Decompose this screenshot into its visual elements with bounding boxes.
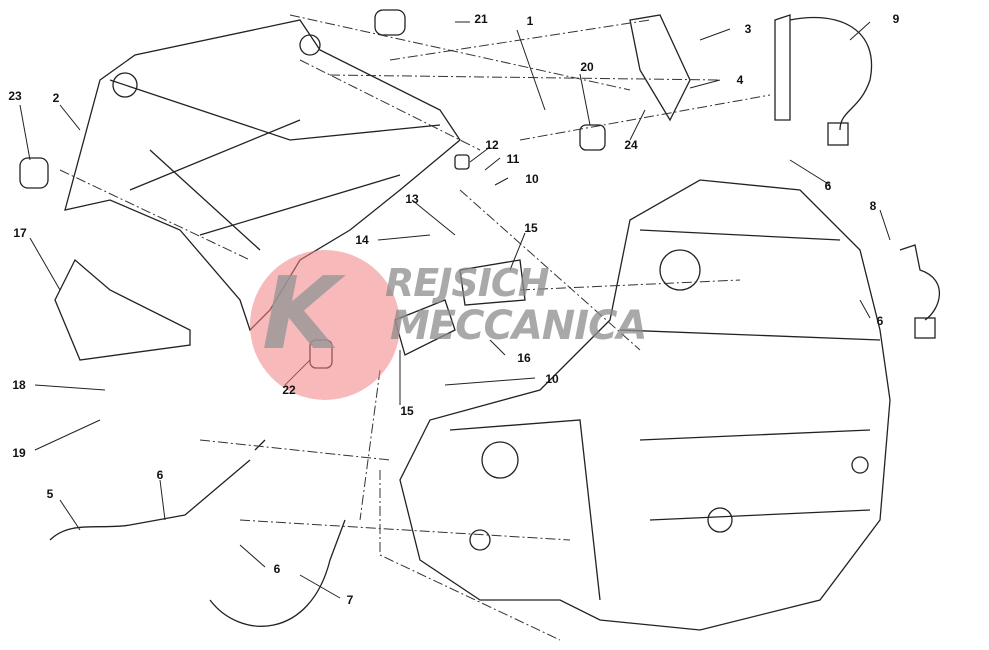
callout-20[interactable]: 20	[580, 60, 594, 74]
callout-21[interactable]: 21	[474, 12, 488, 26]
callout-15[interactable]: 15	[400, 404, 414, 418]
callout-24[interactable]: 24	[624, 138, 638, 152]
callout-13[interactable]: 13	[405, 192, 419, 206]
callout-5[interactable]: 5	[46, 487, 54, 501]
watermark-line2: MECCANICA	[390, 303, 647, 349]
callout-22[interactable]: 22	[282, 383, 296, 397]
callout-17[interactable]: 17	[13, 226, 27, 240]
callout-3[interactable]: 3	[744, 22, 752, 36]
engine-block	[399, 179, 891, 631]
callout-14[interactable]: 14	[355, 233, 369, 247]
callout-11[interactable]: 11	[506, 152, 520, 166]
callout-7[interactable]: 7	[346, 593, 354, 607]
callout-6[interactable]: 6	[824, 179, 832, 193]
callout-4[interactable]: 4	[736, 73, 744, 87]
watermark-line1: REJSICH	[385, 261, 550, 305]
callout-1[interactable]: 1	[526, 14, 534, 28]
callout-6[interactable]: 6	[156, 468, 164, 482]
callout-12[interactable]: 12	[485, 138, 499, 152]
callout-6[interactable]: 6	[876, 314, 884, 328]
callout-6[interactable]: 6	[273, 562, 281, 576]
watermark-logo: K	[262, 255, 339, 372]
callout-9[interactable]: 9	[892, 12, 900, 26]
callout-8[interactable]: 8	[869, 199, 877, 213]
callout-10[interactable]: 10	[545, 372, 559, 386]
callout-18[interactable]: 18	[12, 378, 26, 392]
callout-10[interactable]: 10	[525, 172, 539, 186]
callout-15[interactable]: 15	[524, 221, 538, 235]
watermark-circle	[250, 250, 400, 400]
callout-2[interactable]: 2	[52, 91, 60, 105]
callout-16[interactable]: 16	[517, 351, 531, 365]
callout-23[interactable]: 23	[8, 89, 22, 103]
frame	[64, 19, 461, 332]
callout-19[interactable]: 19	[12, 446, 26, 460]
